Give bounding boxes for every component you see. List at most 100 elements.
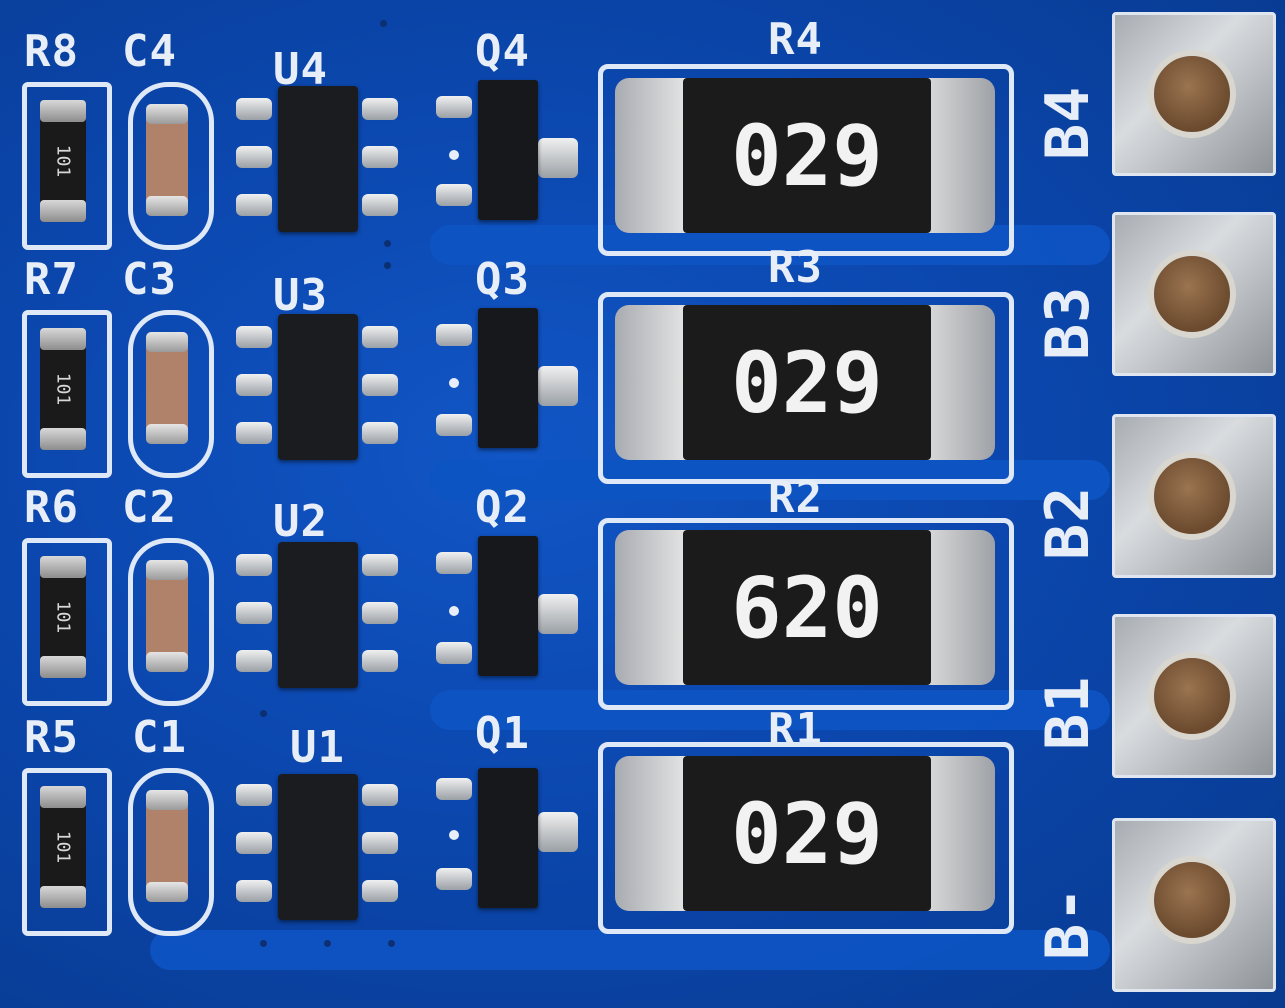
label-u3: U3 — [273, 270, 328, 321]
label-q4: Q4 — [475, 26, 530, 77]
r3-outline — [598, 292, 1014, 484]
r1-outline — [598, 742, 1014, 934]
r2-resistor: 620 — [615, 530, 995, 685]
pad — [362, 650, 398, 672]
label-q2: Q2 — [475, 482, 530, 533]
pad — [362, 832, 398, 854]
label-b3: B3 — [1033, 285, 1103, 360]
r4-resistor: 029 — [615, 78, 995, 233]
pad — [362, 554, 398, 576]
pad — [236, 422, 272, 444]
via — [260, 940, 267, 947]
r4-outline — [598, 64, 1014, 256]
hole-b3 — [1148, 250, 1236, 338]
label-r6: R6 — [24, 482, 79, 533]
hole-b1 — [1148, 652, 1236, 740]
u4-chip — [278, 86, 358, 232]
label-c4: C4 — [122, 26, 177, 77]
pin-dot — [449, 378, 459, 388]
pad — [362, 422, 398, 444]
r8-resistor: 101 — [40, 100, 86, 222]
r1-resistor: 029 — [615, 756, 995, 911]
pad — [538, 594, 578, 634]
c4-capacitor — [146, 104, 188, 216]
r8-outline — [22, 82, 112, 250]
label-r4: R4 — [768, 14, 823, 65]
label-u4: U4 — [273, 44, 328, 95]
pad — [236, 194, 272, 216]
pad — [436, 414, 472, 436]
pad — [236, 784, 272, 806]
q2-transistor — [478, 536, 538, 676]
pad — [362, 326, 398, 348]
pad — [436, 96, 472, 118]
pad — [436, 184, 472, 206]
r3-resistor: 029 — [615, 305, 995, 460]
r6-outline — [22, 538, 112, 706]
via — [380, 20, 387, 27]
c4-outline — [128, 82, 214, 250]
q4-transistor — [478, 80, 538, 220]
c3-capacitor — [146, 332, 188, 444]
pad — [236, 554, 272, 576]
pad — [236, 326, 272, 348]
pad — [362, 880, 398, 902]
c1-capacitor — [146, 790, 188, 902]
pad — [236, 650, 272, 672]
pad — [538, 366, 578, 406]
pad — [538, 812, 578, 852]
label-bminus: B- — [1033, 885, 1103, 960]
pin-dot — [449, 830, 459, 840]
pad — [236, 98, 272, 120]
c1-outline — [128, 768, 214, 936]
pad — [236, 146, 272, 168]
pad — [436, 778, 472, 800]
r7-resistor: 101 — [40, 328, 86, 450]
pad — [436, 868, 472, 890]
via — [384, 240, 391, 247]
hole-bminus — [1148, 856, 1236, 944]
pad — [362, 374, 398, 396]
label-b1: B1 — [1033, 675, 1103, 750]
pad — [362, 146, 398, 168]
label-c1: C1 — [132, 712, 187, 763]
label-c2: C2 — [122, 482, 177, 533]
q3-transistor — [478, 308, 538, 448]
label-r7: R7 — [24, 254, 79, 305]
hole-b2 — [1148, 452, 1236, 540]
pad — [436, 552, 472, 574]
c2-capacitor — [146, 560, 188, 672]
r7-outline — [22, 310, 112, 478]
r6-resistor: 101 — [40, 556, 86, 678]
via — [324, 940, 331, 947]
u1-chip — [278, 774, 358, 920]
label-r5: R5 — [24, 712, 79, 763]
r5-resistor: 101 — [40, 786, 86, 908]
trace — [430, 690, 1110, 730]
hole-b4 — [1148, 50, 1236, 138]
pad — [236, 374, 272, 396]
via — [388, 940, 395, 947]
via — [384, 262, 391, 269]
pad — [362, 602, 398, 624]
pad — [538, 138, 578, 178]
label-q1: Q1 — [475, 708, 530, 759]
u3-chip — [278, 314, 358, 460]
q1-transistor — [478, 768, 538, 908]
via — [260, 710, 267, 717]
pad — [236, 832, 272, 854]
pad — [436, 324, 472, 346]
pad — [236, 880, 272, 902]
label-b4: B4 — [1033, 85, 1103, 160]
c3-outline — [128, 310, 214, 478]
r2-outline — [598, 518, 1014, 710]
label-r3: R3 — [768, 242, 823, 293]
u2-chip — [278, 542, 358, 688]
pad — [362, 784, 398, 806]
label-c3: C3 — [122, 254, 177, 305]
r5-outline — [22, 768, 112, 936]
pin-dot — [449, 606, 459, 616]
pad — [436, 642, 472, 664]
label-u2: U2 — [273, 496, 328, 547]
